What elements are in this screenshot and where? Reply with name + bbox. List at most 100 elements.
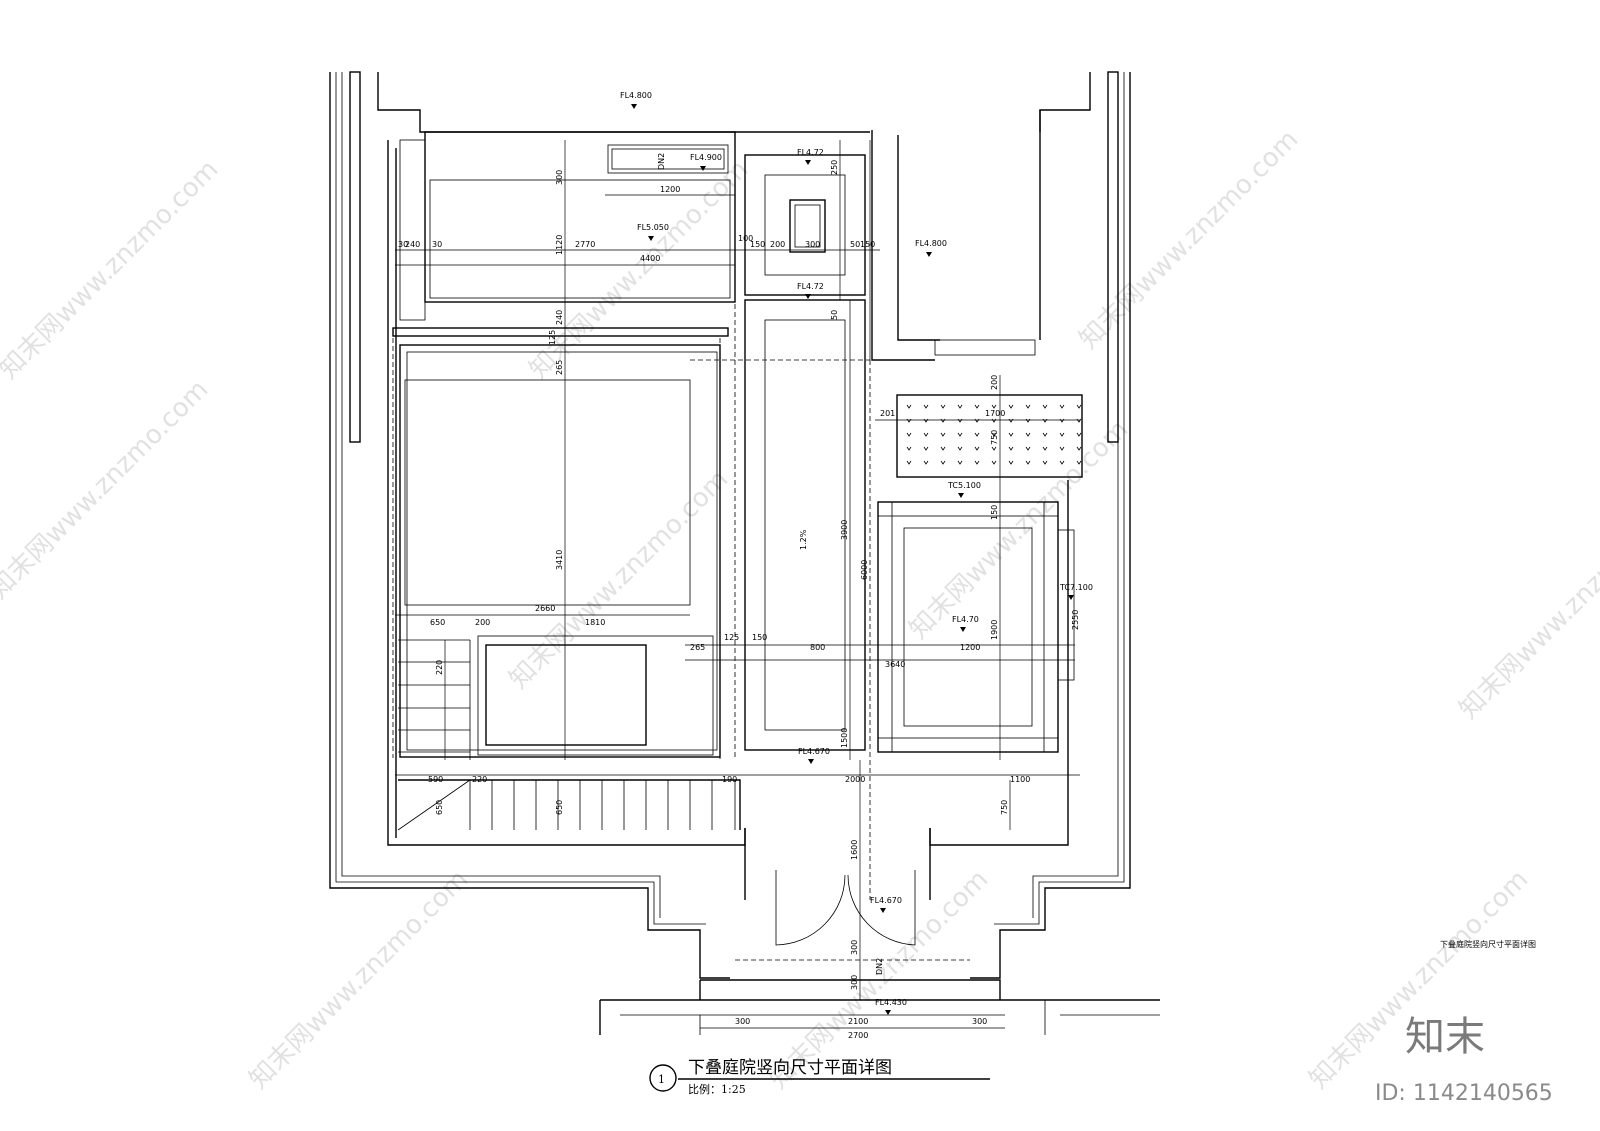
level-markers: FL4.800 FL4.800 FL4.900 DN2 FL5.050 FL4.…	[620, 91, 1093, 1015]
dim: 2550	[1071, 610, 1080, 630]
dim: 150	[750, 240, 765, 249]
level-marker-icon	[958, 493, 964, 498]
watermark-text: 知末网www.znzmo.com	[1454, 494, 1600, 725]
level-label: TC5.100	[947, 481, 981, 490]
hatch-mark	[906, 446, 912, 451]
hatch-mark	[906, 432, 912, 437]
dim: 240	[405, 240, 420, 249]
hatch-mark	[1025, 460, 1031, 465]
hatch-mark	[1076, 460, 1082, 465]
hatch-mark	[1076, 418, 1082, 423]
drawing-number-circle	[649, 1064, 677, 1092]
hatch-mark	[1025, 432, 1031, 437]
hatch-mark	[923, 432, 929, 437]
watermark-text: 知末网www.znzmo.com	[904, 414, 1135, 645]
hatch-mark	[940, 460, 946, 465]
hatch-mark	[906, 460, 912, 465]
hatch-mark	[1059, 446, 1065, 451]
dim: 201	[880, 409, 895, 418]
level-marker-icon	[926, 252, 932, 257]
level-label: FL4.670	[870, 896, 902, 905]
dim: 2770	[575, 240, 595, 249]
dim: 265	[690, 643, 705, 652]
hatch-mark	[974, 418, 980, 423]
hatch-mark	[957, 418, 963, 423]
watermark-text: 知末网www.znzmo.com	[1304, 864, 1535, 1095]
level-marker-icon	[700, 166, 706, 171]
level-label: FL4.72	[797, 282, 824, 291]
drawing-title: 下叠庭院竖向尺寸平面详图	[688, 1058, 892, 1078]
level-label: FL4.900	[690, 153, 722, 162]
dim: 1600	[850, 840, 859, 860]
hatch-mark	[974, 404, 980, 409]
dim: 650	[430, 618, 445, 627]
level-marker-icon	[960, 627, 966, 632]
dim: 1900	[990, 620, 999, 640]
image-id: ID: 1142140565	[1375, 1081, 1553, 1106]
hatch-mark	[1025, 446, 1031, 451]
hatch-mark	[957, 404, 963, 409]
dim: 1500	[840, 728, 849, 748]
dim: 1200	[960, 643, 980, 652]
right-bed	[877, 394, 1083, 753]
hatch-mark	[1059, 460, 1065, 465]
dim: 150	[752, 633, 767, 642]
dim: 100	[738, 234, 753, 243]
dim: 250	[830, 160, 839, 175]
dim: 125	[548, 330, 557, 345]
hatch-mark	[974, 446, 980, 451]
hatch-mark	[957, 460, 963, 465]
hatch-mark	[906, 404, 912, 409]
dim: 150	[860, 240, 875, 249]
watermark-text: 知末网www.znzmo.com	[0, 374, 214, 605]
watermark-text: 知末网www.znzmo.com	[244, 864, 475, 1095]
right-window-frame	[1107, 71, 1119, 443]
watermark-text: 知末网www.znzmo.com	[504, 464, 735, 695]
hatch-mark	[940, 404, 946, 409]
dim: 50	[830, 310, 839, 320]
site-logo: 知末	[1405, 1014, 1485, 1060]
hatch-mark	[1076, 446, 1082, 451]
level-marker-icon	[885, 1010, 891, 1015]
hatch-mark	[923, 404, 929, 409]
dim: 1700	[985, 409, 1005, 418]
title-block: 1 下叠庭院竖向尺寸平面详图 比例：1:25 下叠庭院竖向尺寸平面详图	[649, 939, 1536, 1096]
level-label: TC7.100	[1059, 583, 1093, 592]
dimension-text: 4400 2770 240 30 30 1200 100 150 200 300…	[398, 160, 1080, 1040]
dim: 200	[475, 618, 490, 627]
hatch-mark	[1076, 404, 1082, 409]
hatch-mark	[991, 404, 997, 409]
dim: 300	[735, 1017, 750, 1026]
level-marker-icon	[648, 236, 654, 241]
dim: 1120	[555, 235, 564, 255]
hatch-mark	[923, 460, 929, 465]
drawing-scale: 比例：1:25	[688, 1082, 746, 1096]
dimension-lines	[395, 140, 1080, 1029]
dim: 1100	[1010, 775, 1030, 784]
hatch-mark	[1008, 404, 1014, 409]
dim: 2000	[845, 775, 865, 784]
dim: 150	[990, 505, 999, 520]
threshold	[934, 339, 1036, 356]
dim: 3410	[555, 550, 564, 570]
dim: 30	[432, 240, 442, 249]
hatch-mark	[957, 446, 963, 451]
hatch-mark	[991, 418, 997, 423]
watermark-layer: 知末网www.znzmo.com 知末网www.znzmo.com 知末网www…	[0, 124, 1600, 1095]
hatch-mark	[1008, 432, 1014, 437]
drain-label: DN2	[875, 958, 884, 975]
hatch-mark	[1008, 460, 1014, 465]
brand: 知末 ID: 1142140565	[1375, 1014, 1553, 1106]
dim: 800	[810, 643, 825, 652]
hatch-mark	[1059, 418, 1065, 423]
level-marker-icon	[805, 160, 811, 165]
hatch-mark	[1025, 418, 1031, 423]
dim: 590	[428, 775, 443, 784]
level-marker-icon	[808, 759, 814, 764]
hatch-mark	[940, 432, 946, 437]
hatch-mark	[1059, 404, 1065, 409]
hatch-mark	[1042, 418, 1048, 423]
outer-walls	[329, 71, 1131, 979]
dim: 300	[805, 240, 820, 249]
